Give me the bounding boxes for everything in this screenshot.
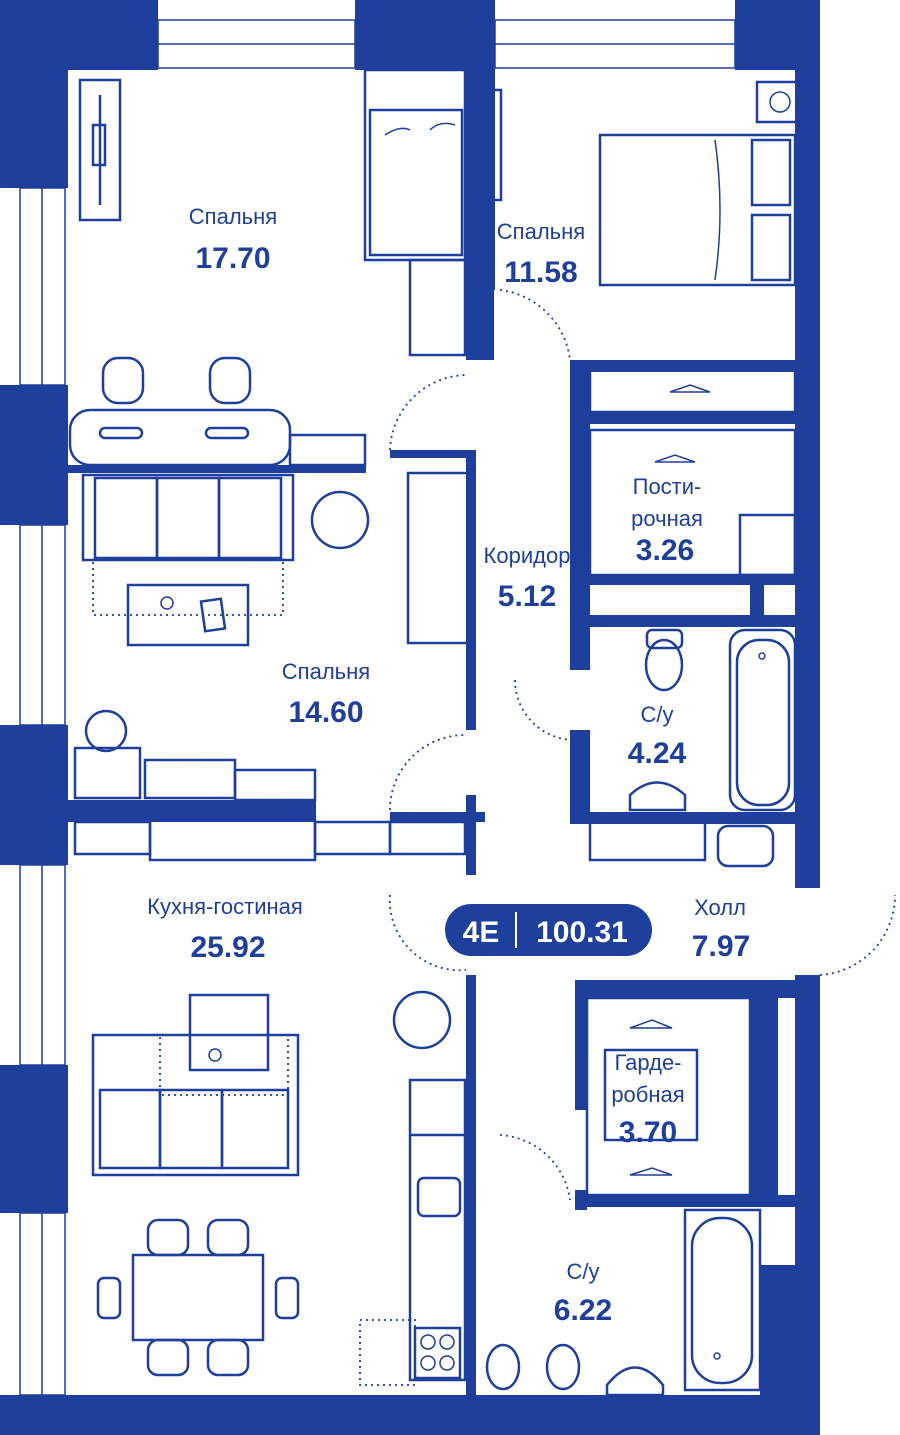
outer-walls: [0, 0, 820, 1435]
double-bed: [598, 133, 797, 287]
room-name: С/у: [641, 702, 674, 727]
room-name: Спальня: [189, 204, 277, 229]
wardrobe: [408, 258, 467, 357]
apartment-badge: 4E 100.31: [445, 904, 652, 956]
room-area: 11.58: [504, 256, 577, 289]
sink: [605, 1366, 665, 1397]
room-name-line2: робная: [611, 1082, 684, 1107]
bathtub: [728, 628, 797, 812]
interior-walls: [66, 60, 800, 1395]
armchair: [392, 990, 452, 1050]
room-name: Спальня: [282, 659, 370, 684]
room-name: Холл: [694, 895, 746, 920]
room-name: Спальня: [497, 219, 585, 244]
coffee-table: [188, 993, 270, 1072]
sink: [628, 781, 687, 812]
kitchen-counter: [408, 1078, 467, 1382]
room-area: 4.24: [628, 737, 687, 770]
room-name-line1: Гарде-: [614, 1050, 681, 1075]
bathtub: [683, 1208, 762, 1392]
room-name: Коридор: [484, 543, 571, 568]
room-area: 3.26: [636, 534, 694, 567]
toilet: [645, 628, 684, 650]
room-name-line2: рочная: [631, 506, 703, 531]
tv-stand: [148, 818, 317, 862]
room-area: 6.22: [554, 1294, 612, 1327]
single-bed: [363, 68, 467, 262]
sofa: [91, 1033, 300, 1177]
room-area: 17.70: [195, 242, 270, 275]
dining-table: [131, 1253, 265, 1342]
furniture: [68, 68, 799, 1397]
room-area: 5.12: [498, 580, 556, 613]
room-area: 14.60: [288, 696, 363, 729]
tv-stand: [78, 78, 122, 222]
room-name: С/у: [567, 1259, 600, 1284]
apartment-type: 4E: [463, 916, 500, 949]
door-swings: [388, 289, 896, 1201]
room-area: 7.97: [692, 930, 750, 963]
sofa: [81, 473, 295, 562]
armchair: [310, 490, 370, 550]
wardrobe: [406, 471, 470, 645]
badge-background: [445, 904, 652, 956]
room-name: Кухня-гостиная: [147, 894, 303, 919]
chair: [208, 356, 252, 405]
room-area: 3.70: [619, 1116, 677, 1149]
room-name-line1: Пости-: [633, 474, 702, 499]
toilet: [485, 1343, 521, 1391]
room-area: 25.92: [190, 931, 265, 964]
room-labels: Спальня 17.70 Спальня 11.58 Спальня 14.6…: [147, 204, 750, 1327]
apartment-total-area: 100.31: [536, 916, 628, 949]
chair: [101, 356, 145, 405]
coffee-table: [126, 583, 250, 647]
bidet: [545, 1343, 581, 1391]
washing-machine: [755, 80, 799, 124]
